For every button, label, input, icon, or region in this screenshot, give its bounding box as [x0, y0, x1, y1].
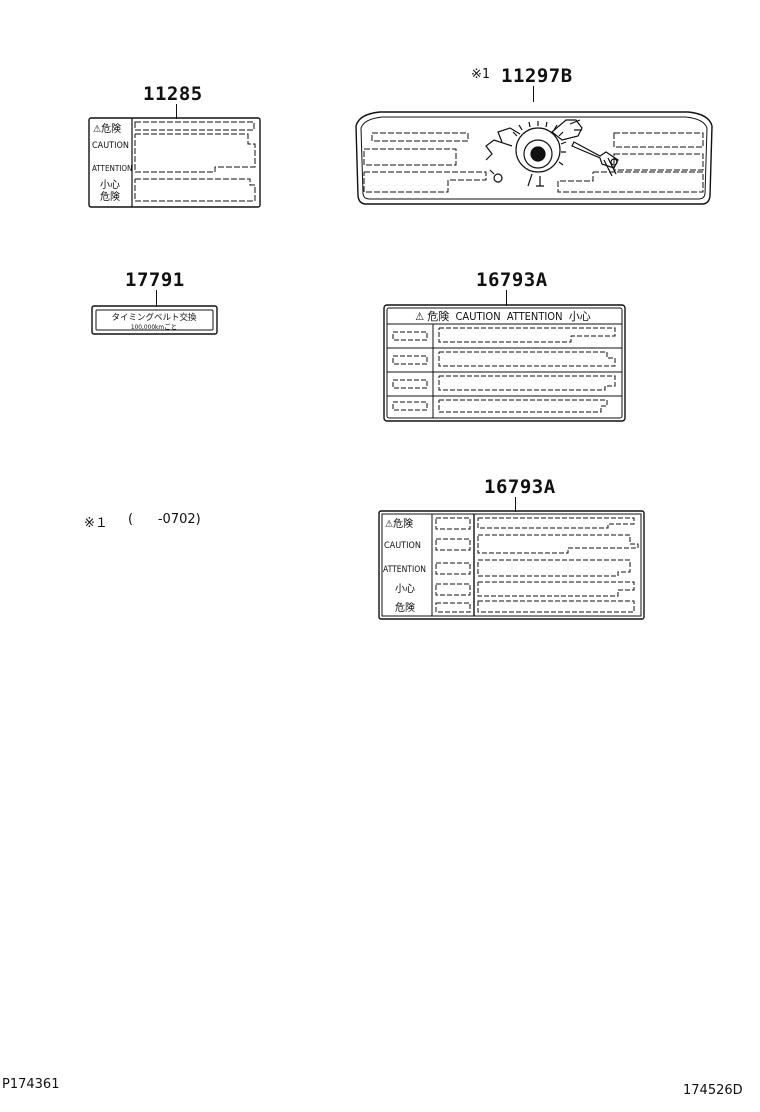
label-16793a-bottom-row5: 危険 — [395, 602, 415, 614]
part-number-11285: 11285 — [143, 83, 203, 105]
part-number-16793a-top: 16793A — [476, 269, 548, 291]
leader-line-16793a-top — [506, 290, 508, 306]
footnote-range: ( -0702) — [128, 512, 201, 527]
part-number-11297b: 11297B — [501, 65, 573, 87]
label-16793a-bottom-row3: ATTENTION — [383, 565, 426, 575]
label-17791-line1: タイミングベルト交換 — [111, 312, 197, 323]
diagram-code-right: 174526D — [683, 1083, 743, 1098]
reference-marker-11297b: ※1 — [471, 67, 490, 82]
part-number-16793a-bottom: 16793A — [484, 476, 556, 498]
label-11285-row2: CAUTION — [92, 141, 129, 151]
label-11285-row3: ATTENTION — [92, 164, 132, 173]
label-11285: ⚠危険 CAUTION ATTENTION 小心 危険 — [88, 117, 261, 208]
label-11285-row4b: 危険 — [100, 191, 120, 203]
footnote-marker: ※１ — [84, 516, 108, 531]
label-11297b — [355, 111, 713, 205]
leader-line-11297b — [533, 86, 535, 102]
leader-line-17791 — [156, 290, 158, 307]
engine-component-illustration — [485, 119, 619, 187]
part-number-17791: 17791 — [125, 269, 185, 291]
label-11285-row1: ⚠危険 — [93, 123, 121, 135]
label-16793a-top: ⚠ 危険 CAUTION ATTENTION 小心 — [383, 304, 626, 422]
diagram-code-left: P174361 — [2, 1077, 60, 1092]
label-16793a-bottom-row4: 小心 — [395, 583, 415, 595]
label-16793a-top-header: ⚠ 危険 CAUTION ATTENTION 小心 — [415, 310, 591, 323]
leader-line-11285 — [176, 104, 178, 119]
label-16793a-bottom: ⚠危険 CAUTION ATTENTION 小心 危険 — [378, 510, 645, 620]
leader-line-16793a-bottom — [515, 497, 517, 512]
label-17791: タイミングベルト交換 100,000kmごと — [91, 305, 218, 335]
label-16793a-bottom-row1: ⚠危険 — [385, 518, 413, 530]
label-17791-line2: 100,000kmごと — [131, 322, 177, 331]
label-11285-row4a: 小心 — [100, 179, 120, 191]
label-16793a-bottom-row2: CAUTION — [384, 541, 421, 551]
